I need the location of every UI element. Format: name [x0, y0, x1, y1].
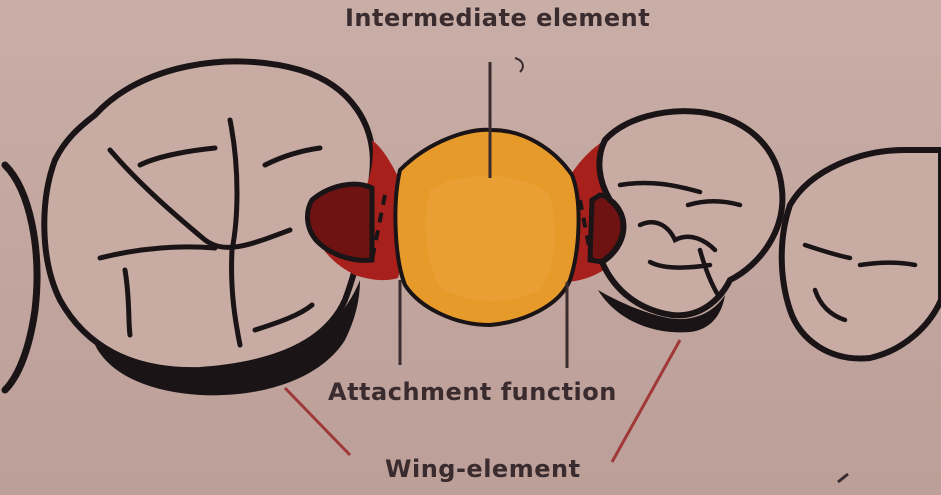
label-attachment-function: Attachment function	[328, 378, 617, 406]
leader-wing-right	[612, 340, 680, 462]
small-mark-bottom	[838, 474, 848, 482]
label-wing-element: Wing-element	[385, 455, 581, 483]
label-intermediate-element: Intermediate element	[345, 4, 650, 32]
right-abutment-tooth	[599, 111, 782, 315]
far-right-tooth	[782, 150, 941, 358]
small-mark-top	[515, 58, 523, 72]
left-edge-tooth	[5, 165, 37, 390]
pontic-highlight	[426, 176, 555, 301]
